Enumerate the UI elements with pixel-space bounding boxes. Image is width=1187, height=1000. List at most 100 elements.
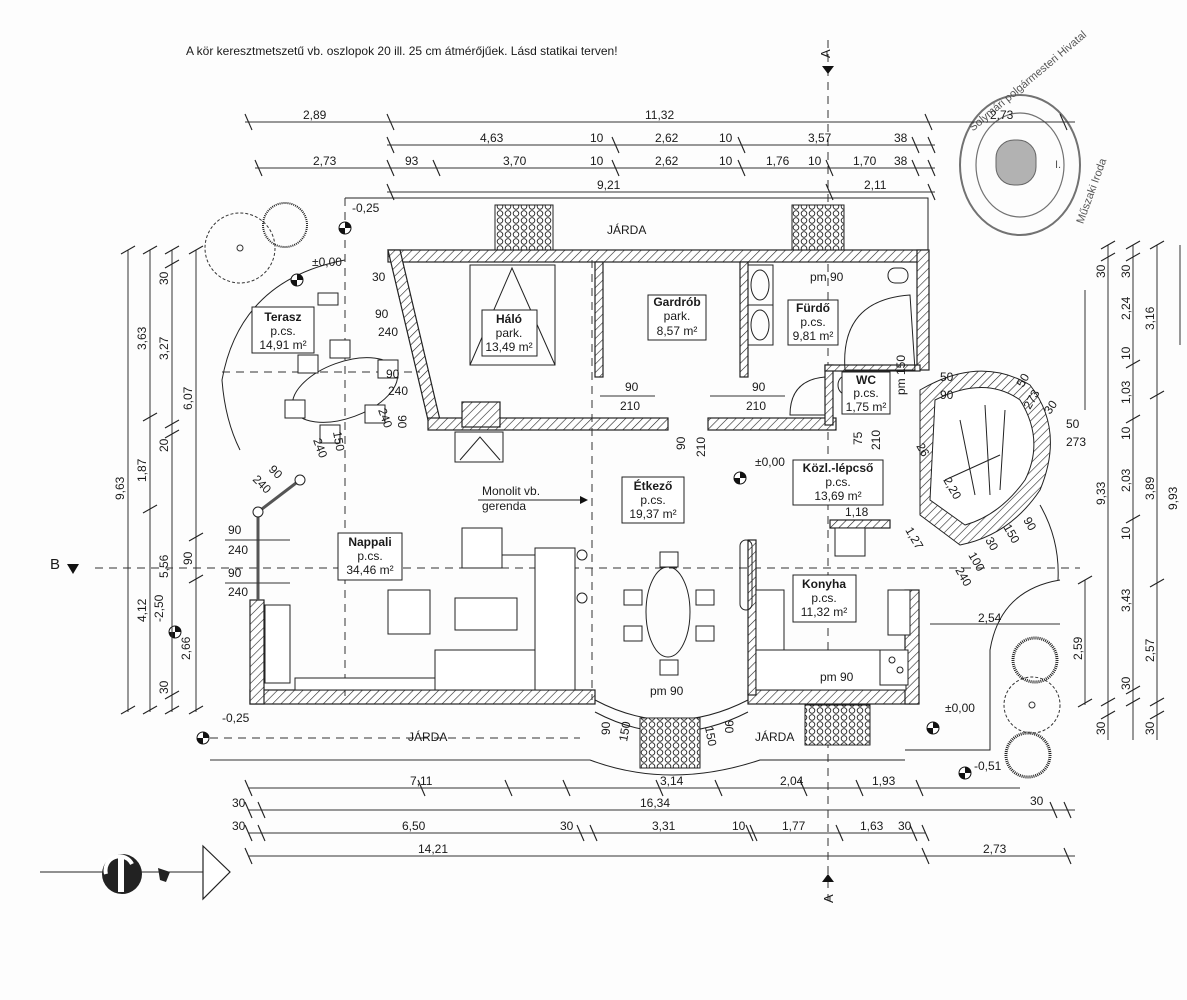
top-dimensions: 2,89 11,32 2,73 4,63 10 2,62 10 3,57 38 …: [244, 108, 1075, 201]
dim-label: 3,70: [503, 154, 527, 168]
room-area: 13,49 m²: [485, 340, 532, 354]
dim-label: 38: [894, 154, 908, 168]
dim-label: 90: [228, 566, 242, 580]
room-area: 1,75 m²: [846, 400, 887, 414]
section-a-top-label: A: [818, 49, 833, 58]
room-floor: p.cs.: [270, 324, 295, 338]
dim-label: 3,31: [652, 819, 676, 833]
dim-label: 5,56: [157, 554, 171, 578]
dim-label: 20: [157, 438, 171, 452]
dim-label: 75: [851, 431, 865, 445]
dim-label: 90: [386, 367, 400, 381]
dim-label: 240: [375, 406, 395, 430]
dim-label: 3,27: [157, 336, 171, 360]
bathtub: [844, 294, 916, 371]
jarda-top-label: JÁRDA: [607, 222, 646, 237]
dim-label: 2,11: [864, 178, 887, 192]
level-terasz: ±0,00: [312, 255, 342, 269]
dim-label: 9,21: [597, 178, 621, 192]
dim-label: 3,43: [1119, 588, 1133, 612]
dim-label: 240: [378, 325, 398, 339]
dim-label: 3,57: [808, 131, 832, 145]
dim-label: 150: [702, 725, 719, 747]
room-label-gardrob: Gardrób park. 8,57 m²: [647, 294, 707, 341]
pm-label-kitchen: pm 90: [820, 670, 854, 684]
room-label-halo: Háló park. 13,49 m²: [481, 309, 538, 357]
dim-label: 30: [157, 680, 171, 694]
level-entry: ±0,00: [945, 701, 975, 715]
room-floor: park.: [496, 326, 523, 340]
sink-2: [747, 304, 774, 346]
room-label-konyha: Konyha p.cs. 11,32 m²: [792, 574, 857, 623]
dim-label: 2,73: [990, 108, 1014, 122]
room-area: 13,69 m²: [814, 489, 861, 503]
chimney-base: [454, 431, 504, 463]
room-label-nappali: Nappali p.cs. 34,46 m²: [337, 532, 403, 581]
dim-label: 10: [590, 131, 604, 145]
dim-label: 3,16: [1143, 306, 1157, 330]
paving-tile-top-right: [791, 204, 845, 251]
dim-label: 14,21: [418, 842, 448, 856]
left-dimensions: 9,63 3,63 1,87 4,12 30 3,27 20 5,56 2,66…: [113, 245, 204, 715]
dim-label: 1,70: [853, 154, 877, 168]
dim-label: 150: [330, 430, 347, 452]
dim-label: 30: [898, 819, 912, 833]
room-name: Konyha: [802, 577, 846, 591]
dim-label: 1,77: [782, 819, 806, 833]
column: [294, 474, 306, 486]
dim-label: 1,76: [766, 154, 790, 168]
dim-label: 50: [1013, 371, 1032, 390]
bottom-sidewalk-curve: [589, 759, 905, 776]
level-sw: -0,25: [222, 711, 250, 725]
level-nw: -0,25: [352, 201, 380, 215]
dim-label: 6,50: [402, 819, 426, 833]
section-b-arrow-icon: [67, 564, 79, 574]
dim-label: 90: [266, 462, 286, 482]
bay-window: [594, 699, 749, 721]
room-name: Nappali: [348, 535, 391, 549]
header-note: A kör keresztmetszetű vb. oszlopok 20 il…: [186, 44, 618, 58]
dim-label: 90: [674, 436, 688, 450]
dining-chairs: [623, 551, 715, 676]
dim-label: 90: [375, 307, 389, 321]
room-name: Fürdő: [796, 301, 830, 315]
room-area: 34,46 m²: [346, 563, 393, 577]
dim-label: 240: [388, 384, 408, 398]
dim-label: 90: [940, 388, 954, 402]
chimney-mark: [459, 436, 501, 461]
sink-2-basin: [750, 309, 770, 341]
dim-label: 30: [1119, 676, 1133, 690]
dim-label: 210: [694, 437, 708, 457]
toilet-bath: [887, 267, 909, 284]
room-floor: p.cs.: [825, 475, 850, 489]
entry-curve: [1039, 504, 1059, 581]
dim-label: 2,24: [1119, 296, 1133, 320]
shower: [789, 376, 826, 416]
living-furniture: [264, 527, 588, 691]
paving-tile-top-left: [494, 204, 554, 251]
dim-label: 9,63: [113, 476, 127, 500]
counter-bar: [739, 539, 753, 611]
room-name: Háló: [496, 312, 522, 326]
dim-label: 90: [752, 380, 766, 394]
dim-label: 10: [1119, 426, 1133, 440]
room-label-terasz: Terasz p.cs. 14,91 m²: [251, 306, 315, 354]
section-a-bottom-arrow-icon: [822, 874, 834, 882]
dim-label: 30: [1094, 264, 1108, 278]
terrace-edge: [221, 259, 346, 451]
paving-tile-entry: [804, 704, 871, 746]
pm-label-dining: pm 90: [650, 684, 684, 698]
room-label-wc: WC p.cs. 1,75 m²: [841, 371, 891, 415]
room-floor: p.cs.: [800, 315, 825, 329]
dim-label: 1,63: [860, 819, 884, 833]
dim-label: 2,89: [303, 108, 327, 122]
dim-label: 1,87: [135, 458, 149, 482]
dim-label: 90: [722, 720, 736, 734]
dim-label: 7,11: [410, 774, 433, 788]
section-b-label: B: [50, 556, 60, 573]
room-area: 9,81 m²: [793, 329, 834, 343]
dim-label: 10: [1119, 526, 1133, 540]
dim-label: 9,93: [1166, 486, 1180, 510]
dim-label: 30: [157, 271, 171, 285]
room-name: Gardrób: [653, 295, 700, 309]
